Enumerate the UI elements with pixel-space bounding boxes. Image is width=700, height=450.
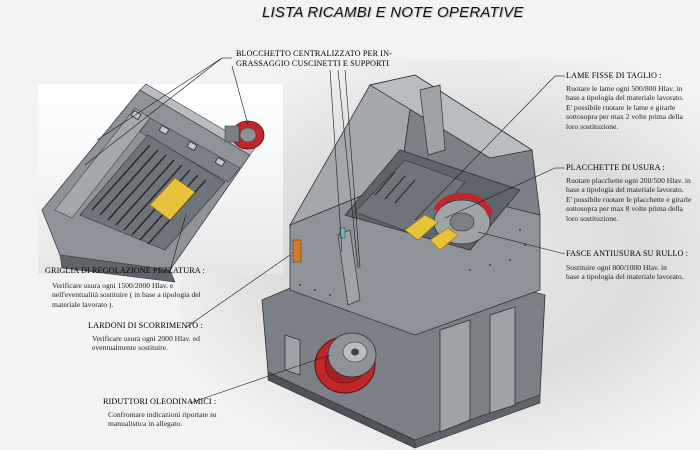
callout-griglia-heading: GRIGLIA DI REGOLAZIONE PEZZATURA : xyxy=(45,266,205,275)
callout-riduttori-text: Confrontare indicazioni riportate su man… xyxy=(108,410,217,429)
leader-lines xyxy=(84,57,566,404)
callout-fasce-heading: FASCE ANTIUSURA SU RULLO : xyxy=(566,249,689,258)
page-title: LISTA RICAMBI E NOTE OPERATIVE xyxy=(262,4,524,21)
callout-placchette-heading: PLACCHETTE DI USURA : xyxy=(566,163,665,172)
callout-blocchetto-heading: BLOCCHETTO CENTRALIZZATO PER IN- GRASSAG… xyxy=(236,49,392,68)
callout-lame-text: Ruotare le lame ogni 500/800 Hlav. in ba… xyxy=(566,84,684,131)
callout-fasce-text: Sostituire ogni 800/1000 Hlav. in base a… xyxy=(566,263,684,282)
callout-lardoni-text: Verificare usura ogni 2000 Hlav. ed even… xyxy=(92,334,200,353)
callout-riduttori-heading: RIDUTTORI OLEODINAMICI : xyxy=(103,397,217,406)
detail-machine-drawing xyxy=(41,83,265,283)
callout-griglia-text: Verificare usura ogni 1500/2000 Hlav. e … xyxy=(52,281,201,309)
callout-lardoni-heading: LARDONI DI SCORRIMENTO : xyxy=(88,321,203,330)
callout-placchette-text: Ruotare placchette ogni 200/500 Hlav. in… xyxy=(566,176,692,223)
callout-lame-heading: LAME FISSE DI TAGLIO : xyxy=(566,71,662,80)
main-machine-drawing xyxy=(261,74,546,449)
